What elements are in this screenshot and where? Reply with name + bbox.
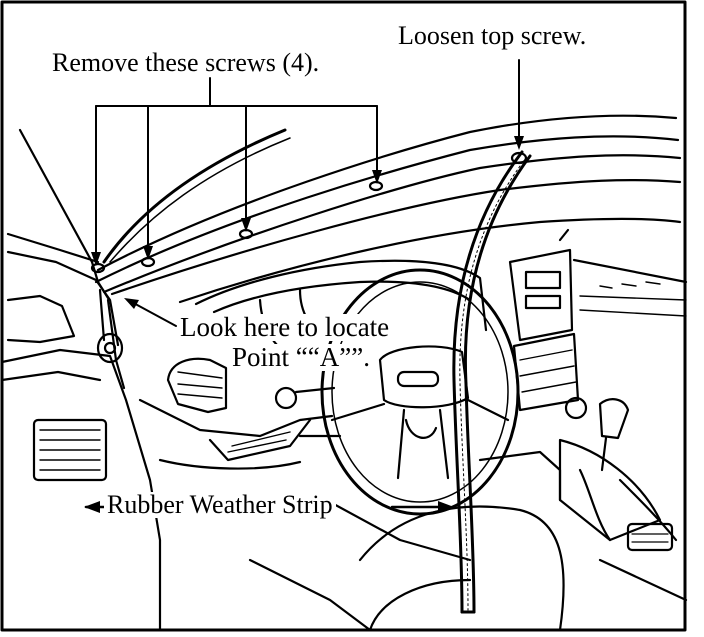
loosen-arrowhead bbox=[514, 136, 524, 150]
remove-screws-label: Remove these screws (4). bbox=[52, 48, 320, 77]
remove-leader bbox=[95, 77, 378, 263]
gear-shifter bbox=[558, 396, 678, 552]
strip-arrowhead-left bbox=[84, 501, 100, 513]
left-door-panel bbox=[0, 294, 162, 632]
strip-arrowhead bbox=[438, 501, 454, 513]
dashboard-top bbox=[94, 114, 682, 304]
windshield-edge bbox=[102, 128, 287, 264]
left-dash-vent bbox=[166, 357, 228, 414]
center-console bbox=[508, 228, 688, 412]
loosen-screw-label: Loosen top screw. bbox=[398, 21, 587, 50]
weather-strip-label: Rubber Weather Strip bbox=[104, 492, 336, 518]
look-here-label: Look here to locate bbox=[178, 312, 392, 342]
a-pillar bbox=[6, 128, 126, 390]
rubber-weather-strip bbox=[452, 150, 532, 614]
point-a-arrowhead bbox=[124, 298, 139, 309]
point-a-label: Point ““A””. bbox=[230, 342, 372, 372]
windshield-edge-inner bbox=[109, 137, 291, 263]
steering-wheel bbox=[320, 268, 520, 516]
lower-dash bbox=[138, 386, 472, 562]
seat-and-floor bbox=[248, 450, 688, 632]
remove-arrowheads bbox=[91, 170, 382, 266]
